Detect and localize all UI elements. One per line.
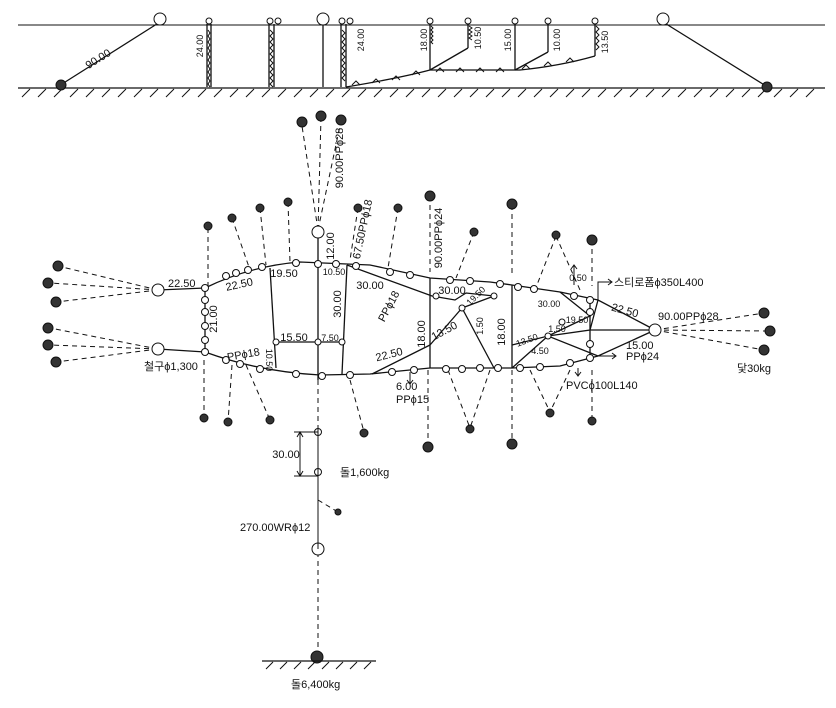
anchor-weights	[42, 110, 776, 664]
frame-length: 21.00	[208, 305, 220, 333]
frame-length: 22.50	[610, 302, 640, 321]
profile-panel-length: 10.00	[552, 29, 562, 52]
frame-length: 1.50	[548, 324, 566, 334]
profile-mooring-length: 90.00	[84, 47, 114, 72]
wire-rope-label: 270.00WRϕ12	[240, 522, 310, 534]
profile-float	[153, 12, 167, 26]
spacing-dimension	[294, 425, 319, 549]
rope-label: 90.00PPϕ28	[658, 311, 719, 323]
sea-bed-hatch	[21, 88, 815, 98]
buoy-float	[151, 283, 165, 297]
frame-length: 10.50	[323, 267, 346, 277]
profile-anchor	[761, 81, 773, 93]
profile-panel-length: 13.50	[600, 31, 610, 54]
profile-panel-length: 18.00	[419, 29, 429, 52]
rope-label: 6.00	[396, 381, 417, 393]
profile-float	[656, 12, 670, 26]
frame-length: 22.50	[168, 278, 196, 290]
frame-length: 22.50	[225, 276, 254, 293]
buoy-float	[151, 342, 165, 356]
pvc-float-label: PVCϕ100L140	[566, 380, 638, 392]
rope-label: PPϕ18	[376, 289, 402, 324]
profile-panel-length: 15.00	[503, 29, 513, 52]
rope-label: PPϕ18	[226, 346, 261, 364]
side-profile: 90.00 24.00 24.00 18.00 10.50 15.00 10.0…	[18, 12, 825, 98]
profile-anchor	[55, 79, 67, 91]
profile-panel-length: 10.50	[473, 27, 483, 50]
sinker-spacing-label: 30.00	[272, 449, 300, 461]
styrofoam-float-label: 스티로폼ϕ350L400	[614, 276, 703, 289]
rope-label: PPϕ15	[396, 394, 429, 406]
rope-label: PPϕ24	[626, 351, 659, 363]
anchor-label: 닻30kg	[737, 362, 771, 375]
steel-buoy-label: 철구ϕ1,300	[144, 360, 198, 373]
frame-length: 19.50	[464, 284, 487, 307]
plan-view: 22.50 22.50 21.00 19.50 15.50 10.50 12.0…	[42, 110, 776, 691]
frame-length: 30.00	[438, 285, 466, 297]
sinker-weight-label: 돌1,600kg	[340, 466, 389, 479]
frame-length: 4.50	[531, 346, 549, 356]
profile-panel-length: 24.00	[356, 29, 366, 52]
frame-length: 15.50	[280, 332, 308, 344]
profile-panel-length: 24.00	[195, 35, 205, 58]
rope-label: 90.00PPϕ28	[334, 128, 346, 189]
buoy-float	[311, 225, 325, 239]
frame-length: 19.50	[566, 315, 589, 325]
frame-length: 13.50	[430, 320, 460, 344]
profile-float	[316, 12, 330, 26]
frame-length: 10.50	[264, 349, 274, 372]
frame-length: 1.50	[475, 317, 485, 335]
frame-length: 12.00	[325, 232, 337, 260]
frame-length: 30.00	[332, 290, 344, 318]
frame-length: 15.00	[626, 340, 654, 352]
frame-length: 7.50	[321, 333, 339, 343]
frame-length: 19.50	[270, 268, 298, 280]
stone-anchor-label: 돌6,400kg	[291, 678, 340, 691]
frame-floats	[201, 259, 594, 476]
frame-length: 18.00	[416, 320, 428, 348]
rope-label: 90.00PPϕ24	[433, 208, 445, 269]
frame-length: 30.00	[538, 299, 561, 309]
frame-length: 30.00	[356, 280, 384, 292]
frame-length: 0.50	[569, 273, 587, 283]
frame-length: 22.50	[374, 346, 404, 364]
frame-length: 18.00	[496, 318, 508, 346]
buoy-float	[648, 323, 662, 337]
